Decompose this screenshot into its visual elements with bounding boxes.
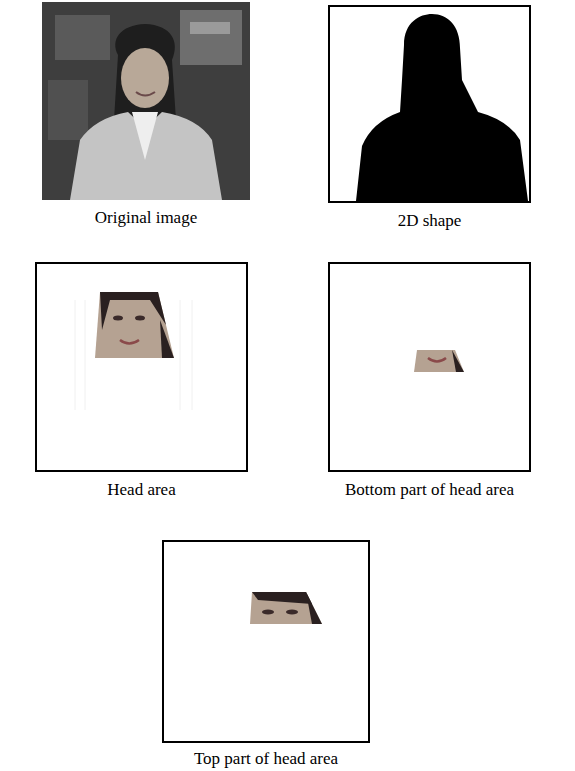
photo-panel: Original image bbox=[42, 2, 250, 200]
panel-caption: Bottom part of head area bbox=[343, 480, 516, 500]
panel-border bbox=[162, 540, 370, 743]
image-frame: Bottom part of head area bbox=[328, 262, 531, 472]
panel-caption: Top part of head area bbox=[192, 749, 340, 769]
panel-border bbox=[328, 262, 531, 472]
panel-caption: Head area bbox=[105, 480, 177, 500]
panel-border bbox=[42, 2, 250, 200]
panel-border bbox=[328, 5, 531, 203]
original-photo bbox=[42, 2, 250, 200]
panel-caption: Original image bbox=[93, 208, 199, 228]
image-frame: Head area bbox=[35, 262, 248, 472]
image-frame: Top part of head area bbox=[162, 540, 370, 743]
top-head-crop bbox=[250, 592, 322, 624]
panel-caption: 2D shape bbox=[396, 211, 464, 231]
head-crop bbox=[95, 292, 174, 358]
bottom-head-crop bbox=[414, 350, 464, 372]
panel-border bbox=[35, 262, 248, 472]
image-frame: 2D shape bbox=[328, 5, 531, 203]
silhouette bbox=[356, 14, 528, 201]
